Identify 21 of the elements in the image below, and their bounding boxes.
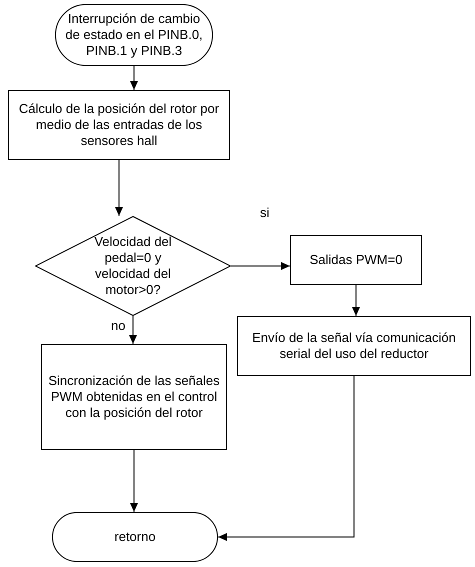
arrow xyxy=(130,66,138,90)
node-text: Sincronización de las señales PWM obtenidas en el control con la posición del rotor xyxy=(48,372,220,422)
decision-diamond xyxy=(35,216,231,316)
node-text: Interrupción de cambio de estado en el PINB.0, PINB.1 y PINB.3 xyxy=(64,10,204,60)
process-box xyxy=(237,316,471,376)
arrow xyxy=(130,450,138,512)
process-box xyxy=(41,344,227,450)
process-box xyxy=(8,90,230,160)
arrow xyxy=(115,160,123,216)
node-text: retorno xyxy=(114,528,156,546)
node-text: Envío de la señal vía comunicación serial del uso del reductor xyxy=(251,330,457,362)
arrow xyxy=(218,376,354,541)
arrow xyxy=(352,284,360,316)
node-text: Velocidad del pedal=0 y velocidad del motor>0? xyxy=(93,234,173,298)
process-box xyxy=(290,235,422,285)
arrow xyxy=(129,316,137,344)
terminal-shape xyxy=(52,512,218,562)
node-text: Cálculo de la posición del rotor por medio de las entradas de los sensores hall xyxy=(18,100,220,150)
edge-label: si xyxy=(258,205,272,220)
node-text: Salidas PWM=0 xyxy=(310,252,402,268)
arrow xyxy=(230,262,290,270)
